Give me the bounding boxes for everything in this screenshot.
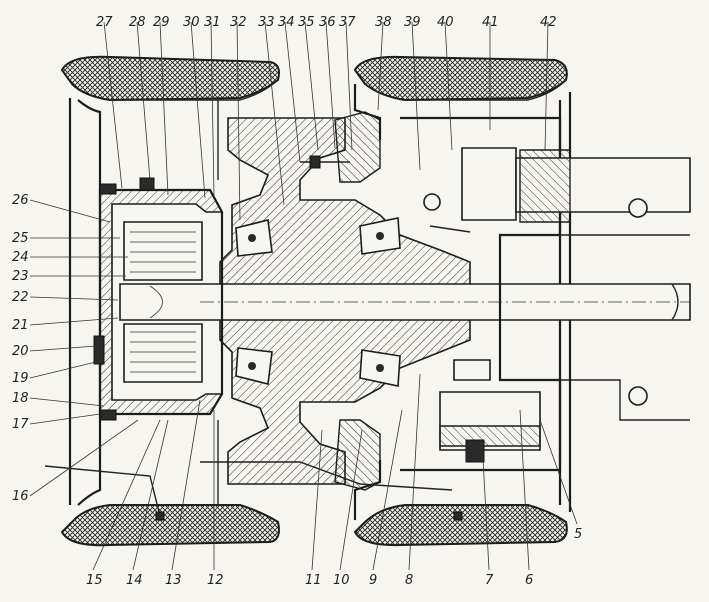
final-drive bbox=[400, 116, 691, 472]
label-33: 33 bbox=[258, 15, 275, 30]
labels-bottom: 15 14 13 12 11 10 9 8 7 6 5 bbox=[86, 527, 582, 588]
label-5: 5 bbox=[574, 527, 582, 542]
label-14: 14 bbox=[126, 573, 143, 588]
tire-right-bottom bbox=[353, 504, 568, 547]
label-36: 36 bbox=[319, 15, 336, 30]
label-8: 8 bbox=[405, 573, 413, 588]
label-27: 27 bbox=[96, 15, 113, 30]
label-30: 30 bbox=[183, 15, 200, 30]
label-29: 29 bbox=[153, 15, 170, 30]
label-25: 25 bbox=[12, 231, 29, 246]
label-16: 16 bbox=[12, 489, 29, 504]
bearings bbox=[235, 217, 401, 387]
planetary-gear-housing bbox=[93, 177, 224, 421]
tire-left-top bbox=[60, 55, 280, 102]
hub-flange-top bbox=[334, 111, 381, 183]
label-24: 24 bbox=[12, 250, 29, 265]
label-41: 41 bbox=[482, 15, 499, 30]
label-22: 22 bbox=[12, 290, 29, 305]
label-13: 13 bbox=[165, 573, 182, 588]
label-32: 32 bbox=[230, 15, 247, 30]
hub-flange-bottom bbox=[334, 419, 381, 491]
labels-left: 26 25 24 23 22 21 20 19 18 17 16 bbox=[12, 193, 29, 504]
label-21: 21 bbox=[12, 318, 29, 333]
label-42: 42 bbox=[540, 15, 557, 30]
label-20: 20 bbox=[12, 344, 29, 359]
label-31: 31 bbox=[204, 15, 221, 30]
label-7: 7 bbox=[485, 573, 494, 588]
label-17: 17 bbox=[12, 417, 29, 432]
label-23: 23 bbox=[12, 269, 29, 284]
hub-body bbox=[219, 111, 471, 491]
label-19: 19 bbox=[12, 371, 29, 386]
label-12: 12 bbox=[207, 573, 224, 588]
label-38: 38 bbox=[375, 15, 392, 30]
leader-lines bbox=[29, 21, 578, 571]
label-34: 34 bbox=[278, 15, 295, 30]
tire-left-bottom bbox=[60, 504, 280, 547]
label-39: 39 bbox=[404, 15, 421, 30]
label-37: 37 bbox=[339, 15, 356, 30]
label-10: 10 bbox=[333, 573, 350, 588]
label-15: 15 bbox=[86, 573, 103, 588]
label-9: 9 bbox=[369, 573, 377, 588]
axle-shaft bbox=[119, 283, 691, 321]
labels-top: 27 28 29 30 31 32 33 34 35 36 37 38 39 4… bbox=[96, 15, 557, 30]
studs-bolts bbox=[44, 155, 471, 521]
label-40: 40 bbox=[437, 15, 454, 30]
label-28: 28 bbox=[129, 15, 146, 30]
label-26: 26 bbox=[12, 193, 29, 208]
label-11: 11 bbox=[305, 573, 322, 588]
label-35: 35 bbox=[298, 15, 315, 30]
label-18: 18 bbox=[12, 391, 29, 406]
tire-sections bbox=[60, 55, 568, 547]
label-6: 6 bbox=[525, 573, 533, 588]
tire-right-top bbox=[353, 55, 568, 102]
